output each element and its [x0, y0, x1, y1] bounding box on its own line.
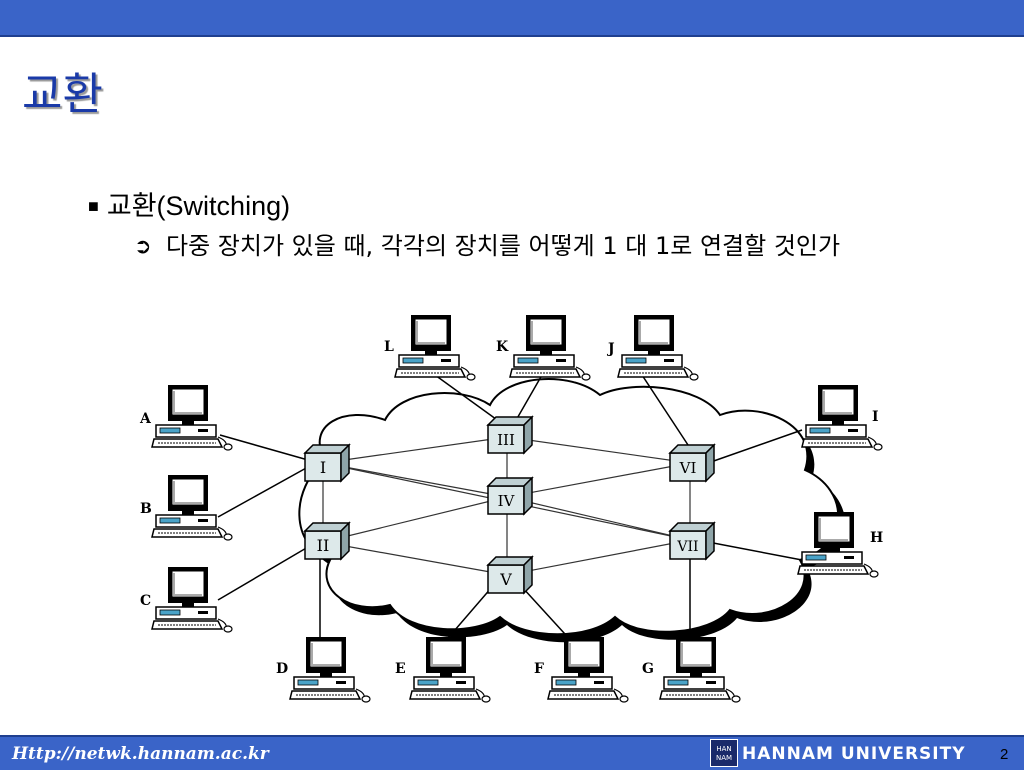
- device-K: K: [496, 314, 591, 381]
- switch-label: III: [497, 431, 515, 449]
- slide-title: 교환: [22, 69, 103, 120]
- device-B: B: [140, 474, 233, 541]
- switch-VI: VI: [668, 443, 716, 483]
- switched-network-diagram: I II III IV V VI VII: [139, 314, 883, 703]
- device-label: I: [872, 409, 879, 425]
- footer-url-link[interactable]: Http://netwk.hannam.ac.kr: [12, 744, 269, 764]
- switch-V: V: [486, 555, 534, 595]
- footer-bar: Http://netwk.hannam.ac.kr HAN NAM HANNAM…: [0, 735, 1024, 770]
- university-logo-icon: HAN NAM: [710, 739, 738, 767]
- device-label: A: [139, 411, 152, 427]
- switch-III: III: [486, 415, 534, 455]
- device-H: H: [797, 511, 883, 578]
- device-L: L: [384, 314, 476, 381]
- square-bullet-icon: ■: [88, 196, 99, 216]
- bullet-level-1-text: 교환(Switching): [106, 191, 291, 221]
- device-J: J: [606, 314, 699, 381]
- top-bar: [0, 0, 1024, 35]
- university-name: HANNAM UNIVERSITY: [742, 744, 966, 764]
- device-label: B: [140, 501, 152, 517]
- device-D: D: [276, 636, 371, 703]
- device-label: C: [140, 593, 151, 609]
- device-label: D: [276, 661, 288, 677]
- device-G: G: [642, 636, 741, 703]
- switch-label: II: [317, 536, 330, 555]
- cloud: [298, 378, 840, 636]
- device-label: J: [606, 341, 615, 357]
- switch-label: VII: [676, 539, 698, 555]
- device-label: H: [870, 530, 883, 546]
- switch-label: I: [320, 458, 326, 477]
- switch-label: VI: [679, 459, 697, 477]
- bullet-level-2: ➲ 다중 장치가 있을 때, 각각의 장치를 어떻게 1 대 1로 연결할 것인…: [134, 230, 916, 262]
- switch-II: II: [303, 521, 351, 561]
- device-label: K: [496, 339, 509, 355]
- device-I: I: [801, 384, 883, 451]
- top-divider: [0, 35, 1024, 37]
- bullet-level-1: ■ 교환(Switching): [88, 184, 290, 223]
- page-number: 2: [1000, 746, 1009, 763]
- device-links: [217, 374, 803, 646]
- switch-label: V: [499, 570, 512, 589]
- device-label: F: [534, 661, 544, 677]
- device-F: F: [534, 636, 629, 703]
- device-label: E: [395, 661, 406, 677]
- switch-label: IV: [498, 492, 516, 510]
- switch-IV: IV: [486, 476, 534, 516]
- device-C: C: [140, 566, 233, 633]
- device-label: G: [642, 661, 654, 677]
- device-E: E: [395, 636, 491, 703]
- switch-I: I: [303, 443, 351, 483]
- arrow-bullet-icon: ➲: [134, 234, 152, 258]
- bullet-level-2-text: 다중 장치가 있을 때, 각각의 장치를 어떻게 1 대 1로 연결할 것인가: [166, 232, 841, 260]
- device-A: A: [139, 384, 233, 451]
- switch-VII: VII: [668, 521, 716, 561]
- device-label: L: [384, 339, 394, 355]
